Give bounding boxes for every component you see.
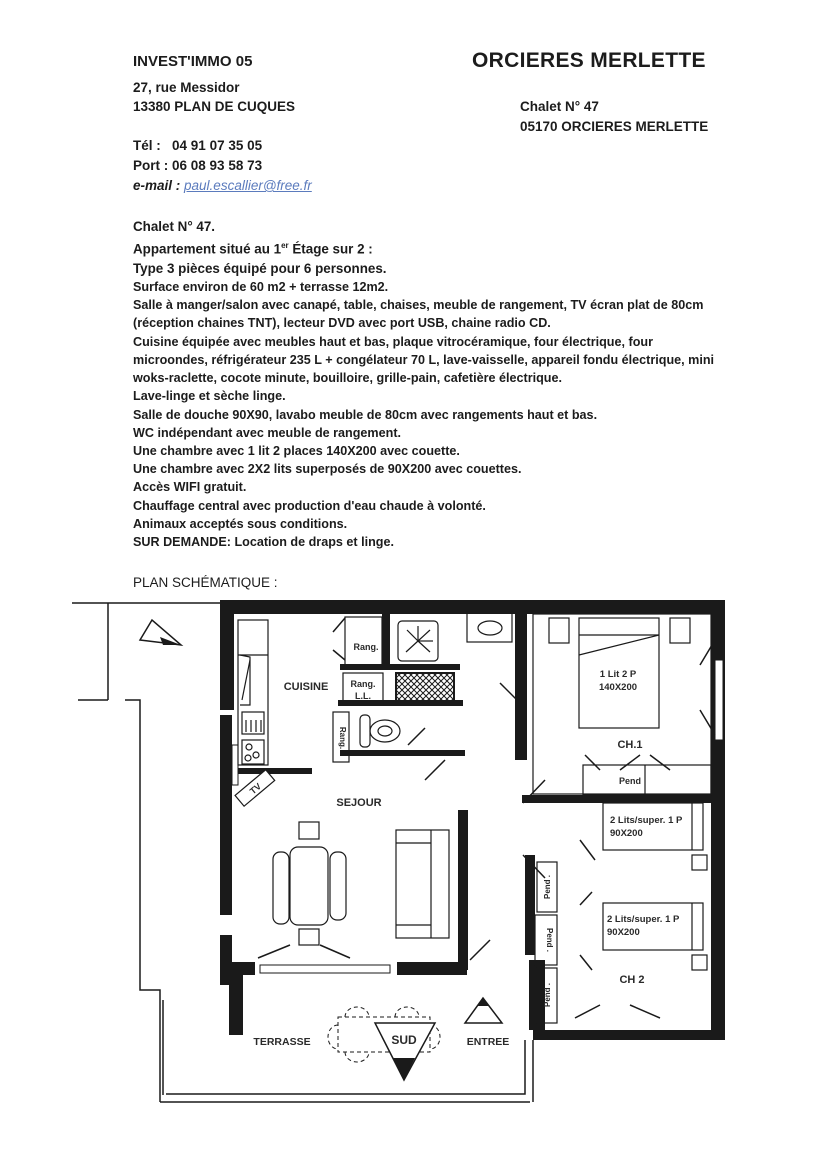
agency-name: INVEST'IMMO 05 <box>133 53 253 70</box>
rang-label: Rang. <box>353 642 378 652</box>
agency-street: 27, rue Messidor <box>133 80 240 95</box>
property-title: ORCIERES MERLETTE <box>472 49 706 72</box>
property-chalet: Chalet N° 47 <box>520 99 599 114</box>
floor-plan: TV Rang. Rang. L.L. Rang. <box>72 600 725 1103</box>
bunk-bed-1 <box>602 802 704 851</box>
description-line: Lave-linge et sèche linge. <box>133 389 286 404</box>
description-line: Une chambre avec 1 lit 2 places 140X200 … <box>133 443 460 458</box>
sink <box>466 611 513 643</box>
window <box>259 964 391 974</box>
pend-a-label: Pend . <box>543 875 552 899</box>
description-line: Accès WIFI gratuit. <box>133 480 247 495</box>
description-floor: Appartement situé au 1er Étage sur 2 : <box>133 237 714 259</box>
sud-compass-icon <box>373 1022 437 1082</box>
floor-sup: er <box>281 241 289 251</box>
description-line: Salle de douche 90X90, lavabo meuble de … <box>133 407 598 422</box>
cuisine-label: CUISINE <box>284 681 329 693</box>
agency-city: 13380 PLAN DE CUQUES <box>133 99 296 114</box>
email-link[interactable]: paul.escallier@free.fr <box>184 178 312 193</box>
dining-set <box>272 821 347 946</box>
description-line: Animaux acceptés sous conditions. <box>133 516 348 531</box>
wardrobe-c <box>536 967 558 1024</box>
bed1-label: 1 Lit 2 P <box>600 669 637 680</box>
mobile-value: 06 08 93 58 73 <box>172 158 263 173</box>
description-line: Une chambre avec 2X2 lits superposés de … <box>133 462 522 477</box>
description-block: Chalet N° 47. Appartement situé au 1er É… <box>133 218 714 551</box>
description-type: Type 3 pièces équipé pour 6 personnes. <box>133 260 387 276</box>
rang-wc-label: Rang. <box>338 727 347 749</box>
description-line: WC indépendant avec meuble de rangement. <box>133 425 402 440</box>
phone-value: 04 91 07 35 05 <box>172 138 263 153</box>
rang-ll-label: Rang. <box>350 679 375 689</box>
ch1-label: CH.1 <box>617 739 642 751</box>
shower <box>397 620 439 662</box>
description-line: Surface environ de 60 m2 + terrasse 12m2… <box>133 280 389 295</box>
kitchen-counter <box>237 619 269 766</box>
floor-suffix: Étage sur 2 : <box>288 241 373 257</box>
tv-unit: TV <box>234 768 276 808</box>
wardrobe-ch1 <box>582 764 712 796</box>
pend-ch1-label: Pend <box>619 776 641 786</box>
terrasse-label: TERRASSE <box>253 1036 310 1048</box>
entree-label: ENTREE <box>467 1036 510 1048</box>
description-line: (réception chaines TNT), lecteur DVD ave… <box>133 316 551 331</box>
description-line: Cuisine équipée avec meubles haut et bas… <box>133 334 653 349</box>
window <box>231 744 239 786</box>
sud-label: SUD <box>391 1033 417 1047</box>
pend-b-label: Pend . <box>545 928 554 952</box>
description-heading: Chalet N° 47. <box>133 219 216 234</box>
rang-ll-sub-label: L.L. <box>355 691 371 701</box>
description-line: SUR DEMANDE: Location de draps et linge. <box>133 534 394 549</box>
bed2-label: 2 Lits/super. 1 P <box>610 815 683 826</box>
bedroom-1 <box>532 613 712 796</box>
phone-label: Tél : <box>133 138 161 153</box>
storage-rang-ll <box>342 672 384 704</box>
storage-rang-wc <box>332 711 350 763</box>
floor-prefix: Appartement situé au 1 <box>133 241 282 257</box>
window <box>714 659 724 741</box>
north-arrow-icon <box>138 618 184 647</box>
double-bed <box>578 617 660 729</box>
bed3-size-label: 90X200 <box>607 927 640 938</box>
description-line: Salle à manger/salon avec canapé, table,… <box>133 298 704 313</box>
bunk-bed-2 <box>602 902 704 951</box>
bedroom-2 <box>534 802 708 1024</box>
bed1-size-label: 140X200 <box>599 682 637 693</box>
agency-mobile-row: Port : 06 08 93 58 73 <box>133 158 262 173</box>
entrance-arrow-icon <box>463 996 504 1024</box>
door-swings <box>257 617 716 1019</box>
dining-table <box>289 846 329 926</box>
toilet <box>359 714 401 748</box>
laundry-hatched <box>395 672 455 704</box>
pend-c-label: Pend . <box>543 983 552 1007</box>
property-city: 05170 ORCIERES MERLETTE <box>520 119 709 134</box>
bed2-size-label: 90X200 <box>610 828 643 839</box>
description-line: Chauffage central avec production d'eau … <box>133 498 486 513</box>
sofa <box>395 829 450 939</box>
sejour-label: SEJOUR <box>336 797 381 809</box>
ch2-label: CH 2 <box>619 974 644 986</box>
mobile-label: Port : <box>133 158 169 173</box>
email-label: e-mail : <box>133 178 181 193</box>
storage-rang <box>344 616 383 666</box>
description-line: woks-raclette, cocote minute, bouilloire… <box>133 371 563 386</box>
wardrobe-a <box>536 861 558 913</box>
description-line: microondes, réfrigérateur 235 L + congél… <box>133 352 715 367</box>
bed3-label: 2 Lits/super. 1 P <box>607 914 680 925</box>
agency-phone-row: Tél : 04 91 07 35 05 <box>133 138 262 153</box>
agency-email-row: e-mail : paul.escallier@free.fr <box>133 178 312 193</box>
wardrobe-b <box>534 914 558 966</box>
plan-title: PLAN SCHÉMATIQUE : <box>133 575 278 590</box>
